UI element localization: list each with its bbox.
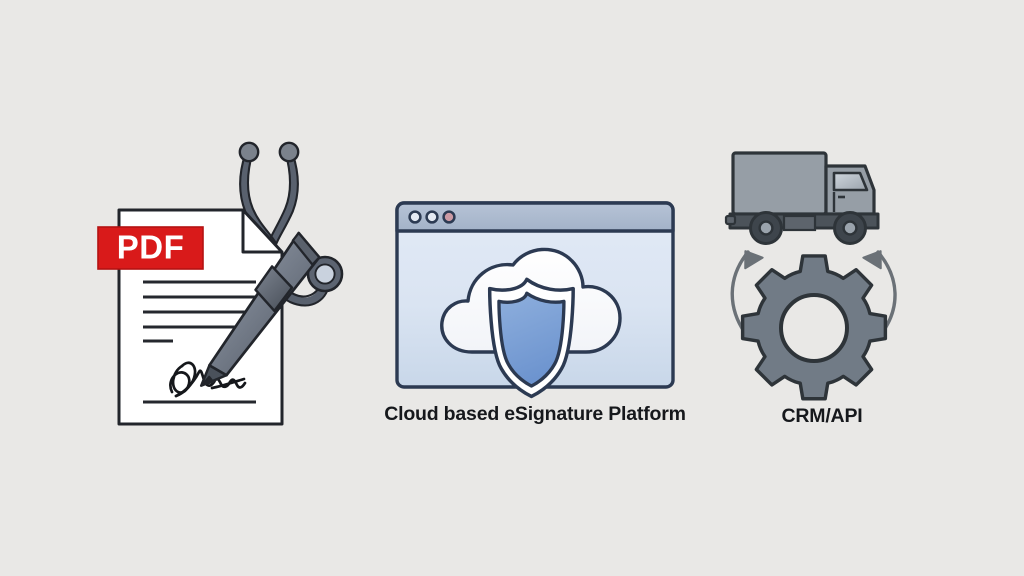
stethoscope-diaphragm xyxy=(314,263,336,285)
gear-icon xyxy=(740,254,888,401)
truck-hub-rear xyxy=(758,220,774,236)
pdf-badge-label: PDF xyxy=(117,229,185,266)
platform-illustration xyxy=(395,201,675,399)
truck-underpanel xyxy=(782,214,817,232)
panel-cloud-esignature-platform: Cloud based eSignature Platform xyxy=(380,190,690,445)
window-dot-2[interactable] xyxy=(425,210,439,224)
signature-pen-icon xyxy=(199,231,321,387)
gear-center-hole xyxy=(779,293,849,363)
stethoscope-earpiece-right xyxy=(278,141,300,163)
integration-illustration xyxy=(724,151,897,401)
document-illustration: PDF xyxy=(97,141,344,426)
curved-arrow-left-head xyxy=(744,250,764,270)
truck-hub-front xyxy=(842,220,858,236)
panel-signed-pdf-document: PDF xyxy=(86,130,366,450)
panel-crm-api-integration: CRM/API xyxy=(722,140,922,445)
curved-arrow-right-head xyxy=(862,250,882,270)
window-dot-3[interactable] xyxy=(442,210,456,224)
handwritten-signature-icon xyxy=(169,361,247,398)
document-corner-fold xyxy=(241,210,282,254)
caption-crm-api: CRM/API xyxy=(781,405,863,427)
browser-titlebar xyxy=(395,201,675,233)
window-dot-1[interactable] xyxy=(408,210,422,224)
caption-cloud-platform: Cloud based eSignature Platform xyxy=(384,403,686,425)
security-shield-icon xyxy=(497,291,566,388)
pdf-badge: PDF xyxy=(97,226,204,270)
stethoscope-earpiece-left xyxy=(238,141,260,163)
truck-rear-bumper xyxy=(724,214,737,226)
truck-window xyxy=(832,171,869,192)
truck-cargo-box xyxy=(731,151,828,216)
delivery-truck-icon xyxy=(724,151,880,245)
